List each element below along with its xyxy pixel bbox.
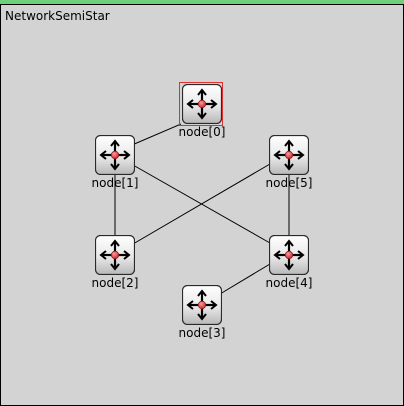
- router-arrows-icon: [182, 285, 222, 325]
- node-label: node[4]: [265, 276, 313, 290]
- window-top-strip: [0, 0, 404, 4]
- router-arrows-icon: [182, 84, 222, 124]
- link-node0-node1: [131, 123, 182, 146]
- selection-box: [179, 82, 223, 126]
- node-label: node[2]: [91, 276, 139, 290]
- node-label: node[1]: [91, 176, 139, 190]
- network-title: NetworkSemiStar: [5, 9, 110, 23]
- network-canvas: NetworkSemiStar: [0, 4, 404, 406]
- link-node5-node2: [132, 163, 271, 245]
- router-arrows-icon: [95, 235, 135, 275]
- node-label: node[0]: [178, 125, 226, 139]
- link-node4-node3: [219, 263, 271, 295]
- node-label: node[5]: [265, 176, 313, 190]
- router-arrows-icon: [269, 235, 309, 275]
- router-arrows-icon: [95, 135, 135, 175]
- router-arrows-icon: [269, 135, 309, 175]
- node-label: node[3]: [178, 326, 226, 340]
